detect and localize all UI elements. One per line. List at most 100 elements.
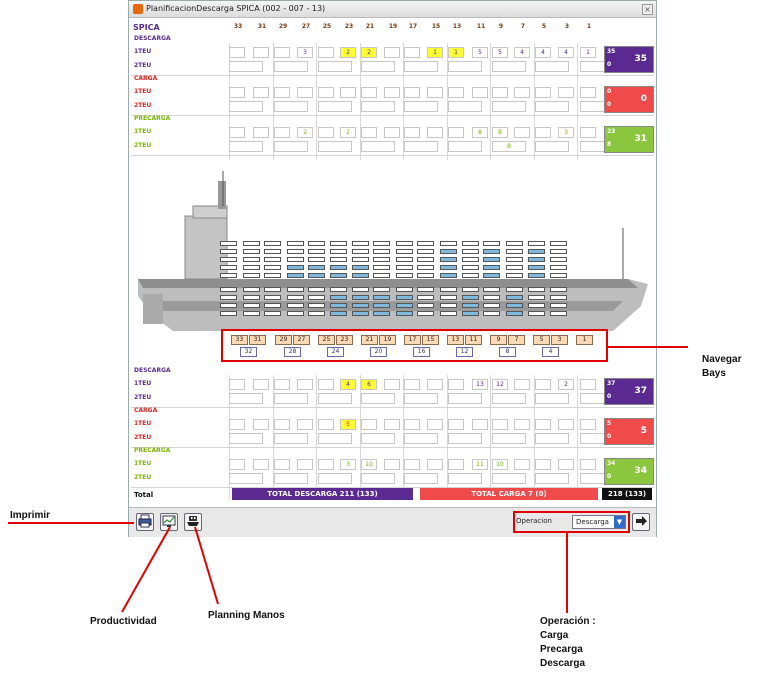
bay-cell-2teu[interactable]: [229, 393, 263, 404]
container-slot[interactable]: [396, 257, 413, 262]
bay-cell[interactable]: [297, 419, 313, 430]
container-slot[interactable]: [287, 311, 304, 316]
container-slot[interactable]: [330, 303, 347, 308]
bay-cell-2teu[interactable]: [492, 473, 526, 484]
bay-cell[interactable]: [558, 459, 574, 470]
bay-nav-even[interactable]: 32: [240, 347, 257, 357]
bay-cell-2teu[interactable]: [492, 61, 526, 72]
container-slot[interactable]: [264, 241, 281, 246]
bay-cell[interactable]: [448, 459, 464, 470]
bay-cell[interactable]: [229, 379, 245, 390]
bay-nav-button[interactable]: 31: [249, 335, 266, 345]
container-slot[interactable]: [506, 241, 523, 246]
bay-cell[interactable]: 3: [340, 459, 356, 470]
bay-cell[interactable]: [404, 379, 420, 390]
container-slot[interactable]: [330, 311, 347, 316]
bay-cell[interactable]: 12: [492, 379, 508, 390]
bay-cell[interactable]: [274, 47, 290, 58]
bay-cell[interactable]: [472, 419, 488, 430]
container-slot[interactable]: [417, 295, 434, 300]
bay-cell-2teu[interactable]: [492, 101, 526, 112]
container-slot[interactable]: [287, 295, 304, 300]
bay-nav-button[interactable]: 9: [490, 335, 507, 345]
bay-cell[interactable]: [535, 87, 551, 98]
container-slot[interactable]: [483, 287, 500, 292]
bay-cell-2teu[interactable]: [318, 61, 352, 72]
bay-cell[interactable]: 1: [427, 47, 443, 58]
bay-cell[interactable]: [384, 459, 400, 470]
bay-cell[interactable]: [361, 87, 377, 98]
container-slot[interactable]: [396, 241, 413, 246]
bay-nav-button[interactable]: 7: [508, 335, 525, 345]
bay-cell[interactable]: [404, 459, 420, 470]
bay-cell[interactable]: [229, 419, 245, 430]
bay-cell[interactable]: [427, 87, 443, 98]
bay-cell[interactable]: [404, 127, 420, 138]
container-slot[interactable]: [308, 311, 325, 316]
bay-cell-2teu[interactable]: [404, 101, 438, 112]
bay-cell[interactable]: 6: [361, 379, 377, 390]
container-slot[interactable]: [308, 265, 325, 270]
container-slot[interactable]: [506, 257, 523, 262]
bay-cell[interactable]: [274, 379, 290, 390]
container-slot[interactable]: [483, 241, 500, 246]
bay-cell-2teu[interactable]: [404, 141, 438, 152]
container-slot[interactable]: [483, 295, 500, 300]
bay-cell-2teu[interactable]: [229, 101, 263, 112]
container-slot[interactable]: [373, 249, 390, 254]
container-slot[interactable]: [330, 295, 347, 300]
close-icon[interactable]: ×: [642, 4, 653, 15]
container-slot[interactable]: [440, 295, 457, 300]
container-slot[interactable]: [550, 311, 567, 316]
bay-cell-2teu[interactable]: [448, 433, 482, 444]
container-slot[interactable]: [550, 241, 567, 246]
container-slot[interactable]: [330, 249, 347, 254]
bay-cell[interactable]: [384, 379, 400, 390]
bay-cell-2teu[interactable]: [274, 433, 308, 444]
bay-cell[interactable]: [427, 419, 443, 430]
bay-cell[interactable]: [514, 127, 530, 138]
bay-cell[interactable]: [297, 459, 313, 470]
bay-cell-2teu[interactable]: [318, 101, 352, 112]
container-slot[interactable]: [440, 303, 457, 308]
container-slot[interactable]: [396, 249, 413, 254]
container-slot[interactable]: [330, 241, 347, 246]
bay-nav-button[interactable]: 17: [404, 335, 421, 345]
bay-cell[interactable]: [274, 419, 290, 430]
container-slot[interactable]: [550, 287, 567, 292]
bay-cell-2teu[interactable]: [361, 141, 395, 152]
container-slot[interactable]: [308, 257, 325, 262]
bay-nav-button[interactable]: 11: [465, 335, 482, 345]
bay-cell[interactable]: [404, 47, 420, 58]
bay-cell[interactable]: [384, 47, 400, 58]
bay-nav-even[interactable]: 24: [327, 347, 344, 357]
bay-cell[interactable]: [535, 379, 551, 390]
bay-cell[interactable]: 3: [558, 127, 574, 138]
container-slot[interactable]: [287, 249, 304, 254]
container-slot[interactable]: [287, 303, 304, 308]
bay-cell[interactable]: 2: [558, 379, 574, 390]
container-slot[interactable]: [373, 311, 390, 316]
container-slot[interactable]: [373, 273, 390, 278]
bay-cell-2teu[interactable]: [535, 393, 569, 404]
next-arrow-icon[interactable]: [632, 513, 650, 531]
bay-cell[interactable]: 8: [492, 127, 508, 138]
bay-cell[interactable]: [427, 459, 443, 470]
container-slot[interactable]: [373, 295, 390, 300]
bay-cell[interactable]: [448, 127, 464, 138]
bay-cell[interactable]: [535, 419, 551, 430]
container-slot[interactable]: [352, 257, 369, 262]
container-slot[interactable]: [308, 287, 325, 292]
container-slot[interactable]: [264, 295, 281, 300]
bay-nav-button[interactable]: 3: [551, 335, 568, 345]
container-slot[interactable]: [440, 257, 457, 262]
bay-cell[interactable]: [318, 419, 334, 430]
bay-cell-2teu[interactable]: [318, 473, 352, 484]
container-slot[interactable]: [287, 287, 304, 292]
bay-cell[interactable]: 4: [535, 47, 551, 58]
bay-cell-2teu[interactable]: [361, 473, 395, 484]
container-slot[interactable]: [417, 265, 434, 270]
chevron-down-icon[interactable]: ▼: [614, 516, 625, 528]
bay-cell[interactable]: [580, 87, 596, 98]
bay-cell-2teu[interactable]: [535, 433, 569, 444]
